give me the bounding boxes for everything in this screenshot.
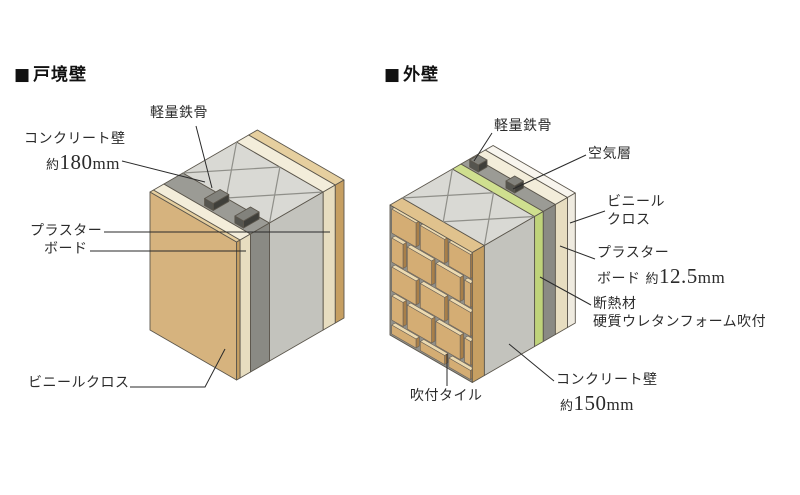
leader-line bbox=[473, 132, 493, 162]
label-right-plasterboard-line2: ボード 約12.5mm bbox=[597, 263, 726, 288]
label-right-air-layer: 空気層 bbox=[588, 146, 632, 162]
tile-brick-end bbox=[431, 316, 436, 344]
tile-brick-face bbox=[435, 263, 461, 302]
steel-stud bbox=[204, 189, 230, 204]
tile-brick-end bbox=[444, 295, 449, 322]
section-marker: ■ bbox=[14, 65, 32, 85]
label-right-spray-tile: 吹付タイル bbox=[410, 388, 483, 404]
label-left-plasterboard: プラスター ボード bbox=[30, 223, 102, 258]
label-right-plasterboard: プラスター ボード 約12.5mm bbox=[597, 245, 725, 289]
label-left-concrete-dim: 約180mm bbox=[46, 149, 120, 174]
layer-end-face bbox=[534, 211, 544, 347]
label-left-vinyl-cloth: ビニールクロス bbox=[28, 375, 130, 391]
leader-line bbox=[195, 125, 213, 189]
tile-brick-face bbox=[448, 241, 471, 279]
tile-brick-face bbox=[419, 283, 445, 322]
label-right-vinyl-line2: クロス bbox=[607, 211, 651, 228]
tile-brick-face bbox=[391, 266, 417, 306]
label-right-plasterboard-line1: プラスター bbox=[597, 245, 670, 261]
layer-end-face bbox=[239, 233, 251, 379]
label-right-insulation: 断熱材 硬質ウレタンフォーム吹付 bbox=[593, 296, 766, 331]
label-right-concrete: コンクリート壁 約150mm bbox=[556, 372, 658, 416]
tile-brick-face bbox=[419, 225, 445, 264]
label-left-concrete-name: コンクリート壁 bbox=[24, 131, 126, 147]
tile-brick-end bbox=[459, 275, 464, 302]
section-title-text: 戸境壁 bbox=[33, 65, 88, 85]
section-title-partition-wall: ■戸境壁 bbox=[14, 60, 87, 85]
label-right-concrete-dim: 約150mm bbox=[560, 390, 634, 415]
concrete-hatch bbox=[483, 192, 495, 246]
label-right-steel-frame: 軽量鉄骨 bbox=[494, 118, 552, 134]
tile-brick-face bbox=[448, 357, 471, 380]
tile-brick-face bbox=[391, 324, 417, 349]
label-right-vinyl-line1: ビニール bbox=[607, 194, 665, 210]
label-right-insulation-line2: 硬質ウレタンフォーム吹付 bbox=[593, 313, 767, 330]
tile-brick-end bbox=[402, 300, 407, 327]
tile-brick-face bbox=[419, 341, 445, 365]
section-title-text: 外壁 bbox=[403, 65, 440, 85]
tile-brick-end bbox=[444, 237, 449, 264]
label-right-concrete-name: コンクリート壁 bbox=[556, 372, 658, 388]
tile-brick-face bbox=[464, 279, 471, 308]
leader-line bbox=[559, 245, 596, 260]
leader-line bbox=[539, 276, 592, 306]
label-right-vinyl-cloth: ビニール クロス bbox=[607, 194, 665, 229]
leader-line bbox=[512, 154, 587, 190]
tile-brick-end bbox=[415, 220, 420, 248]
leader-line bbox=[508, 343, 555, 382]
concrete-hatch bbox=[225, 141, 238, 199]
tile-brick-face bbox=[406, 246, 432, 286]
label-left-plasterboard-line1: プラスター bbox=[30, 223, 103, 239]
label-left-plasterboard-line2: ボード bbox=[44, 240, 88, 257]
label-left-steel-frame: 軽量鉄骨 bbox=[150, 105, 208, 121]
layer-end-face bbox=[322, 184, 336, 331]
section-marker: ■ bbox=[384, 65, 402, 85]
layer-end-face bbox=[471, 245, 485, 383]
tile-brick-face bbox=[391, 237, 404, 269]
tile-brick-end bbox=[415, 336, 420, 349]
layer-end-face bbox=[334, 179, 345, 324]
layer-end-face bbox=[542, 204, 556, 342]
layer-end-face bbox=[554, 197, 568, 335]
tile-brick-face bbox=[391, 295, 404, 327]
steel-stud bbox=[234, 206, 260, 222]
layer-end-face bbox=[236, 239, 241, 381]
steel-stud bbox=[469, 154, 488, 166]
label-left-concrete: コンクリート壁 約180mm bbox=[24, 131, 126, 175]
steel-stud bbox=[505, 175, 524, 187]
tile-brick-face bbox=[464, 337, 471, 366]
tile-brick-end bbox=[415, 278, 420, 306]
tile-brick-face bbox=[435, 321, 461, 360]
concrete-hatch bbox=[268, 166, 281, 224]
leader-line bbox=[121, 160, 206, 183]
tile-brick-end bbox=[459, 333, 464, 360]
tile-brick-end bbox=[431, 258, 436, 286]
layer-end-face bbox=[567, 192, 576, 328]
concrete-hatch bbox=[442, 168, 453, 222]
tile-brick-face bbox=[406, 304, 432, 344]
section-title-exterior-wall: ■外壁 bbox=[384, 60, 439, 85]
layer-end-face bbox=[250, 222, 270, 373]
leader-line bbox=[130, 348, 226, 388]
label-right-insulation-line1: 断熱材 bbox=[593, 296, 637, 312]
tile-brick-end bbox=[402, 242, 407, 269]
tile-brick-face bbox=[448, 299, 471, 337]
leader-line bbox=[569, 210, 606, 224]
tile-brick-face bbox=[391, 208, 417, 248]
